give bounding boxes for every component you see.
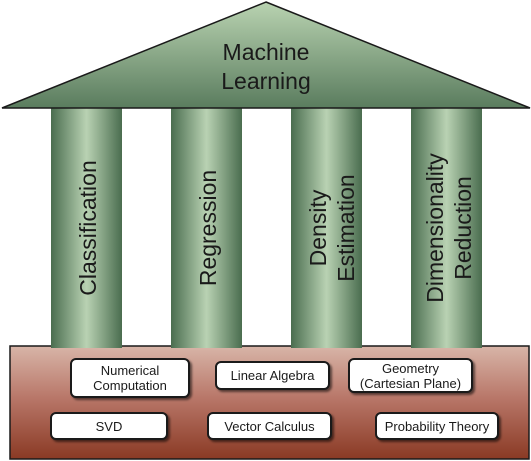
roof-title-line-1: Machine (223, 39, 310, 65)
pillar-label-classification: Classification (75, 160, 101, 296)
box-geometry: Geometry (Cartesian Plane) (348, 358, 473, 393)
roof-title-line-2: Learning (221, 68, 311, 94)
box-svd: SVD (50, 412, 168, 440)
box-geometry-line-2: (Cartesian Plane) (359, 375, 462, 391)
pillar-label-reduction: Reduction (450, 176, 476, 280)
box-vector-calculus: Vector Calculus (207, 412, 332, 440)
roof (1, 1, 531, 109)
pillar-density-estimation (291, 108, 362, 348)
box-linear-algebra-label: Linear Algebra (230, 368, 315, 383)
box-vector-calculus-label: Vector Calculus (224, 418, 315, 434)
pillar-label-dimensionality: Dimensionality (422, 153, 448, 303)
pillar-label-estimation: Estimation (333, 174, 359, 281)
pillar-dimensionality-reduction (411, 108, 482, 348)
box-numerical-computation-line-2: Computation (93, 378, 167, 393)
pillar-regression (171, 108, 242, 348)
box-probability-theory-label: Probability Theory (384, 418, 490, 434)
pillar-label-regression: Regression (195, 170, 221, 286)
box-svd-label: SVD (95, 418, 123, 434)
box-linear-algebra: Linear Algebra (215, 361, 330, 390)
box-numerical-computation-line-1: Numerical (100, 363, 160, 378)
box-probability-theory: Probability Theory (375, 412, 499, 440)
pillar-label-density: Density (305, 189, 331, 266)
box-numerical-computation: Numerical Computation (70, 358, 190, 398)
box-geometry-line-1: Geometry (381, 360, 440, 376)
pillar-classification (51, 108, 122, 348)
